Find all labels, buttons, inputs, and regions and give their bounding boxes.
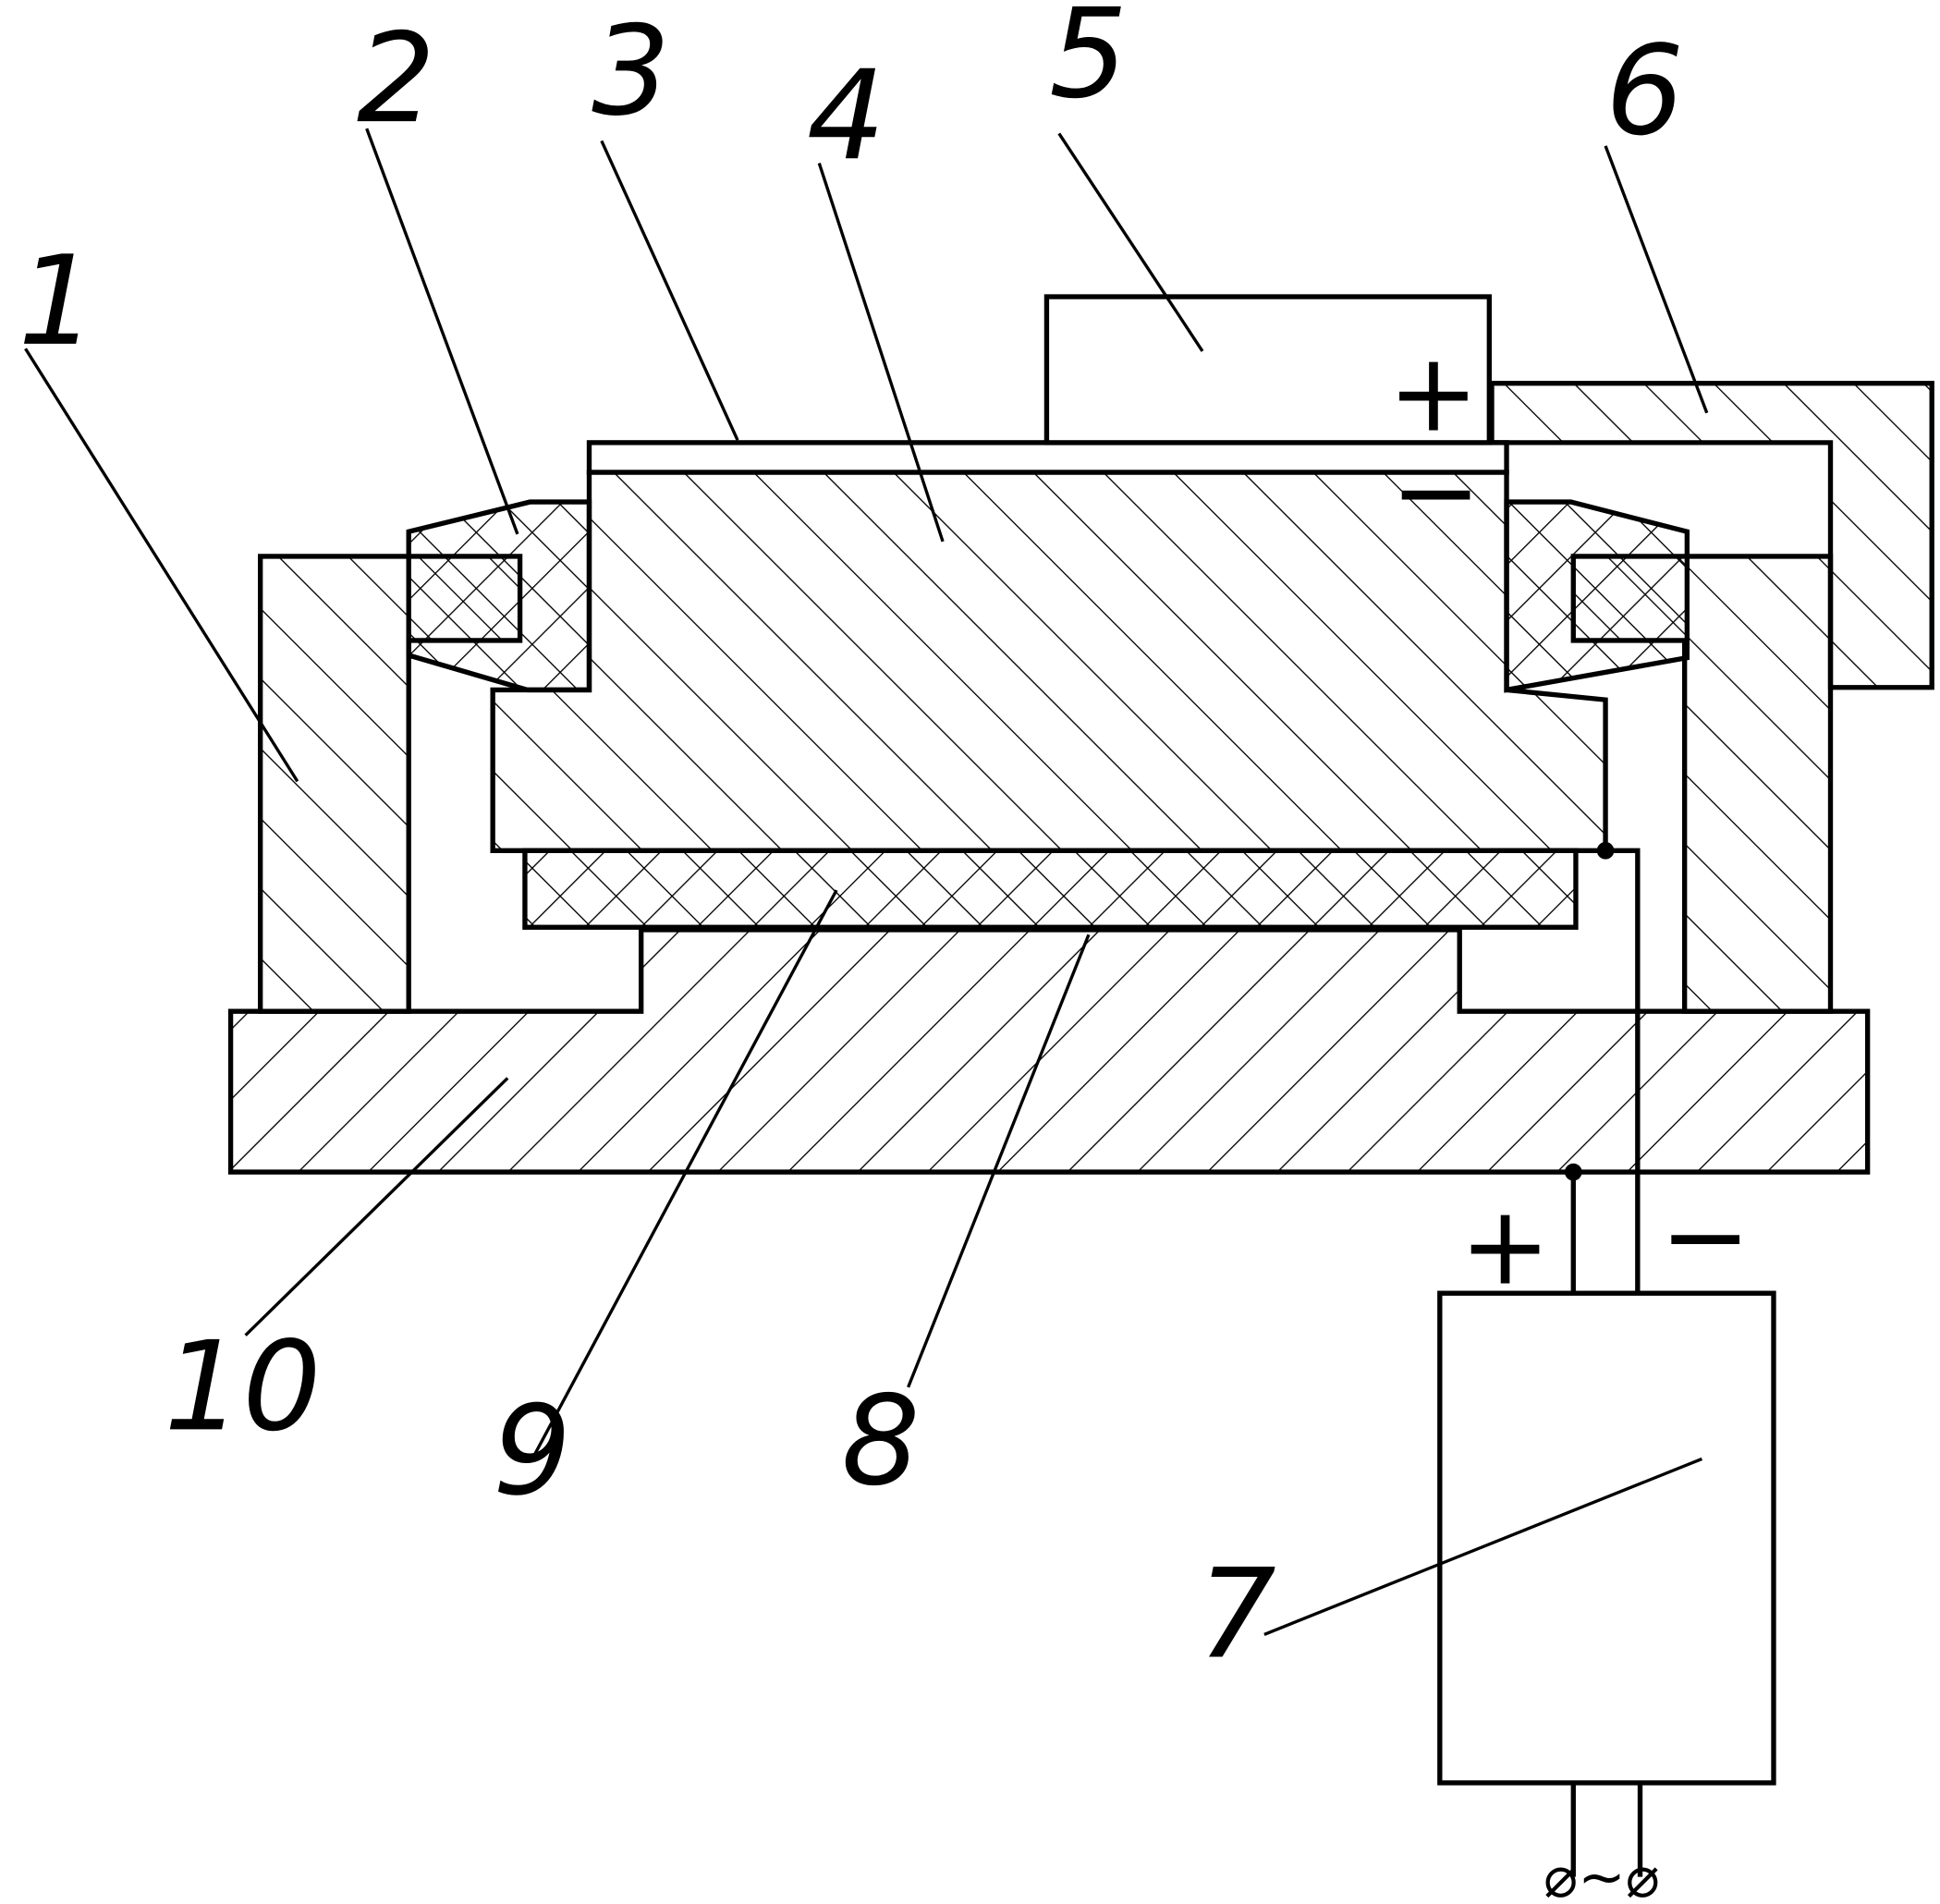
label-part-4: 4 xyxy=(807,43,885,188)
label-part-8: 8 xyxy=(841,1369,920,1513)
part-6-bracket xyxy=(1489,380,1934,690)
label-part-3: 3 xyxy=(592,0,670,143)
label-part-2: 2 xyxy=(357,6,435,151)
plus-sign-source: + xyxy=(1459,1182,1551,1309)
part-9-layer xyxy=(522,848,1579,930)
wiring xyxy=(1570,848,1643,1877)
minus-sign-source: − xyxy=(1660,1173,1751,1300)
part-7-power-source xyxy=(1437,1290,1776,1786)
minus-sign-part4: − xyxy=(1390,429,1482,555)
junction-dot-base xyxy=(1564,1163,1582,1181)
label-part-5: 5 xyxy=(1049,0,1128,126)
label-part-9: 9 xyxy=(493,1379,571,1523)
label-part-1: 1 xyxy=(18,229,97,373)
label-part-10: 10 xyxy=(164,1314,321,1459)
leader-lines xyxy=(24,128,1709,1636)
label-part-6: 6 xyxy=(1605,18,1684,163)
plus-sign-part5: + xyxy=(1388,330,1480,457)
part-2-left-wedge xyxy=(406,499,592,693)
junction-dot-top xyxy=(1596,841,1615,860)
part-3-top-layer xyxy=(586,440,1509,475)
part-5-block xyxy=(1043,294,1492,445)
label-part-7: 7 xyxy=(1198,1542,1276,1686)
part-10-base xyxy=(227,927,1871,1175)
ac-terminals: ⌀~⌀ xyxy=(1543,1844,1660,1904)
part-2-right-wedge xyxy=(1504,499,1690,693)
